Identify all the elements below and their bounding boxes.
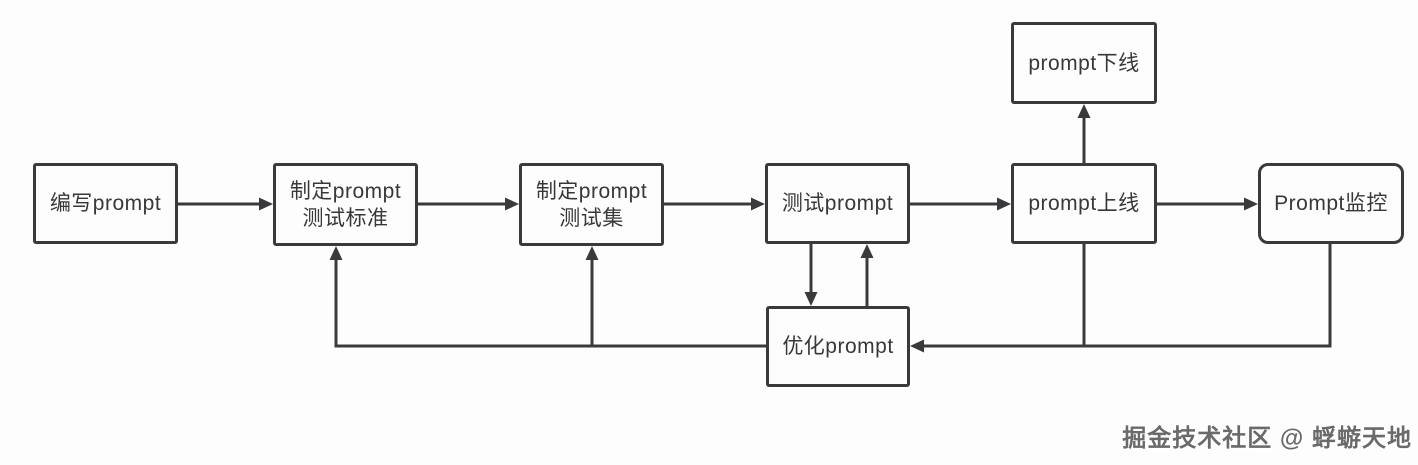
node-prompt-monitor: Prompt监控 bbox=[1258, 163, 1404, 244]
edge-testset-to-test bbox=[664, 197, 765, 211]
edge-online-to-monitor bbox=[1157, 197, 1258, 211]
edge-write-to-standard bbox=[178, 197, 273, 211]
node-write-prompt: 编写prompt bbox=[33, 163, 178, 244]
watermark: 掘金技术社区 @ 蜉蝣天地 bbox=[1122, 425, 1412, 452]
node-prompt-online: prompt上线 bbox=[1011, 163, 1157, 244]
edge-test-to-optimize bbox=[804, 244, 818, 306]
node-define-test-set-label: 制定prompt 测试集 bbox=[535, 179, 648, 230]
edge-optimize-to-testset bbox=[585, 246, 599, 346]
edge-standard-to-testset bbox=[418, 197, 519, 211]
node-define-test-standard: 制定prompt 测试标准 bbox=[273, 163, 418, 246]
node-test-prompt-label: 测试prompt bbox=[781, 192, 894, 215]
node-optimize-prompt-label: 优化prompt bbox=[782, 335, 894, 358]
edge-monitor-to-optimize bbox=[910, 243, 1332, 353]
node-write-prompt-label: 编写prompt bbox=[49, 192, 162, 215]
edge-test-to-online bbox=[910, 197, 1011, 211]
node-prompt-offline: prompt下线 bbox=[1011, 22, 1157, 104]
node-optimize-prompt: 优化prompt bbox=[766, 306, 910, 387]
edge-optimize-to-test bbox=[860, 244, 874, 306]
node-prompt-monitor-label: Prompt监控 bbox=[1274, 192, 1388, 215]
node-define-test-set: 制定prompt 测试集 bbox=[519, 163, 664, 246]
node-test-prompt: 测试prompt bbox=[765, 163, 910, 244]
edge-optimize-to-standard bbox=[329, 246, 766, 348]
node-prompt-offline-label: prompt下线 bbox=[1028, 51, 1140, 75]
node-define-test-standard-label: 制定prompt 测试标准 bbox=[289, 179, 402, 230]
edge-online-to-offline bbox=[1077, 104, 1091, 163]
node-prompt-online-label: prompt上线 bbox=[1028, 192, 1140, 215]
